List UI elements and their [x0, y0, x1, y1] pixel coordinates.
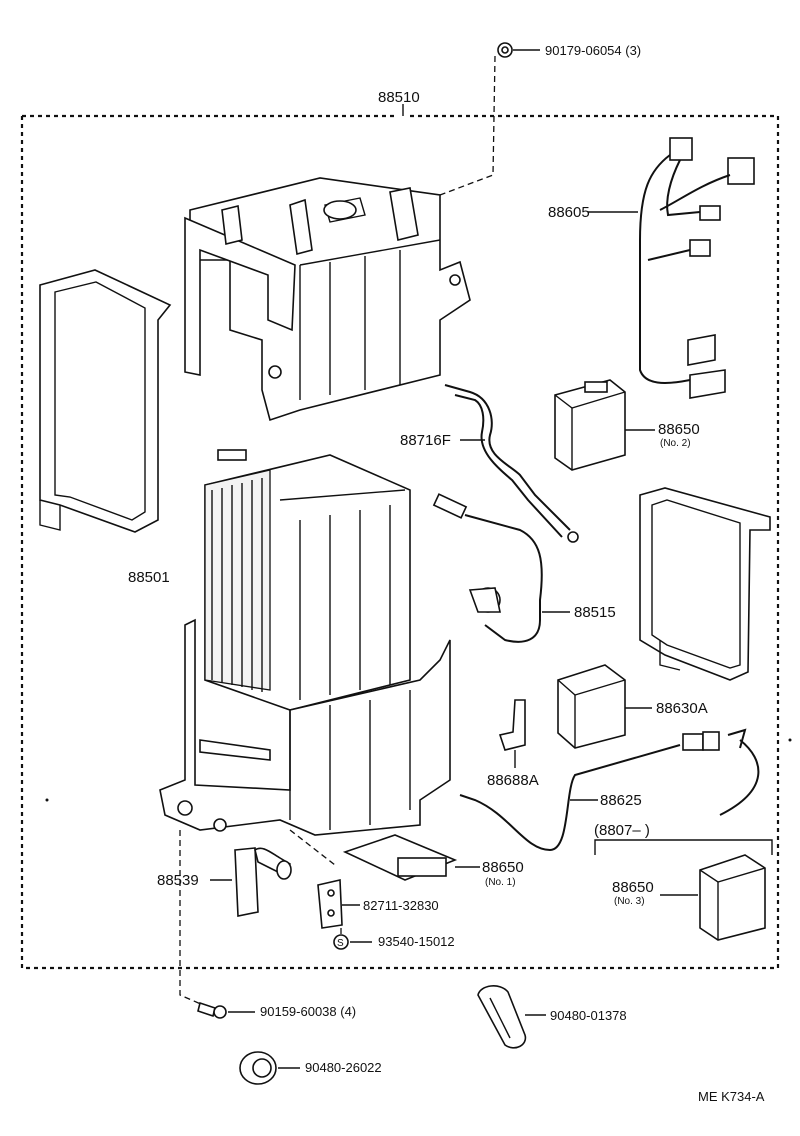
label-clip: 82711-32830	[363, 898, 439, 913]
screw-top-icon	[439, 42, 540, 196]
wire-harness-icon	[588, 137, 755, 399]
right-seal-icon	[639, 487, 771, 681]
amplifier-no3-icon	[660, 854, 766, 941]
left-seal-icon	[39, 269, 172, 533]
grommet-a-icon	[477, 985, 546, 1049]
amplifier-no2-icon	[554, 379, 655, 471]
upper-case-icon	[184, 177, 471, 422]
bracket-icon	[498, 699, 526, 768]
group-bracket	[594, 839, 773, 855]
label-evaporator: 88501	[128, 569, 170, 586]
label-amplifier-no2-sub: (No. 2)	[660, 438, 691, 449]
label-screw-top: 90179-06054 (3)	[545, 43, 641, 58]
label-assembly: 88510	[378, 89, 420, 106]
lower-case-icon	[159, 618, 451, 836]
label-drawing-code: ME K734-A	[698, 1089, 765, 1104]
thermistor-icon	[432, 493, 570, 643]
arrow-icon	[719, 728, 760, 816]
label-group-ref: (8807– )	[594, 822, 650, 839]
evaporator-icon	[204, 449, 411, 711]
label-hose: 88539	[157, 872, 199, 889]
clip-icon	[317, 879, 360, 940]
label-grommet-b: 90480-26022	[305, 1060, 382, 1075]
label-screw-s: 93540-15012	[378, 934, 455, 949]
label-thermistor: 88515	[574, 604, 616, 621]
label-bracket: 88688A	[487, 772, 539, 789]
grommet-b-icon	[239, 1051, 300, 1085]
label-screw-bottom: 90159-60038 (4)	[260, 1004, 356, 1019]
screw-bottom-icon	[197, 1001, 255, 1019]
relay-icon	[557, 664, 652, 749]
s-mark: S	[337, 938, 344, 949]
label-wire: 88625	[600, 792, 642, 809]
label-amplifier-no2: 88650	[658, 421, 700, 438]
label-grommet-a: 90480-01378	[550, 1008, 627, 1023]
label-tube: 88716F	[400, 432, 451, 449]
amplifier-no1-icon	[289, 829, 480, 881]
label-amplifier-no1-sub: (No. 1)	[485, 877, 516, 888]
label-amplifier-no1: 88650	[482, 859, 524, 876]
label-relay: 88630A	[656, 700, 708, 717]
label-wire-harness: 88605	[548, 204, 590, 221]
label-amplifier-no3: 88650	[612, 879, 654, 896]
wire-icon	[459, 731, 720, 852]
label-amplifier-no3-sub: (No. 3)	[614, 896, 645, 907]
screw-s-icon: S	[333, 934, 372, 950]
tube-icon	[444, 384, 579, 543]
hose-icon	[210, 847, 292, 917]
assembly-frame	[20, 104, 780, 970]
